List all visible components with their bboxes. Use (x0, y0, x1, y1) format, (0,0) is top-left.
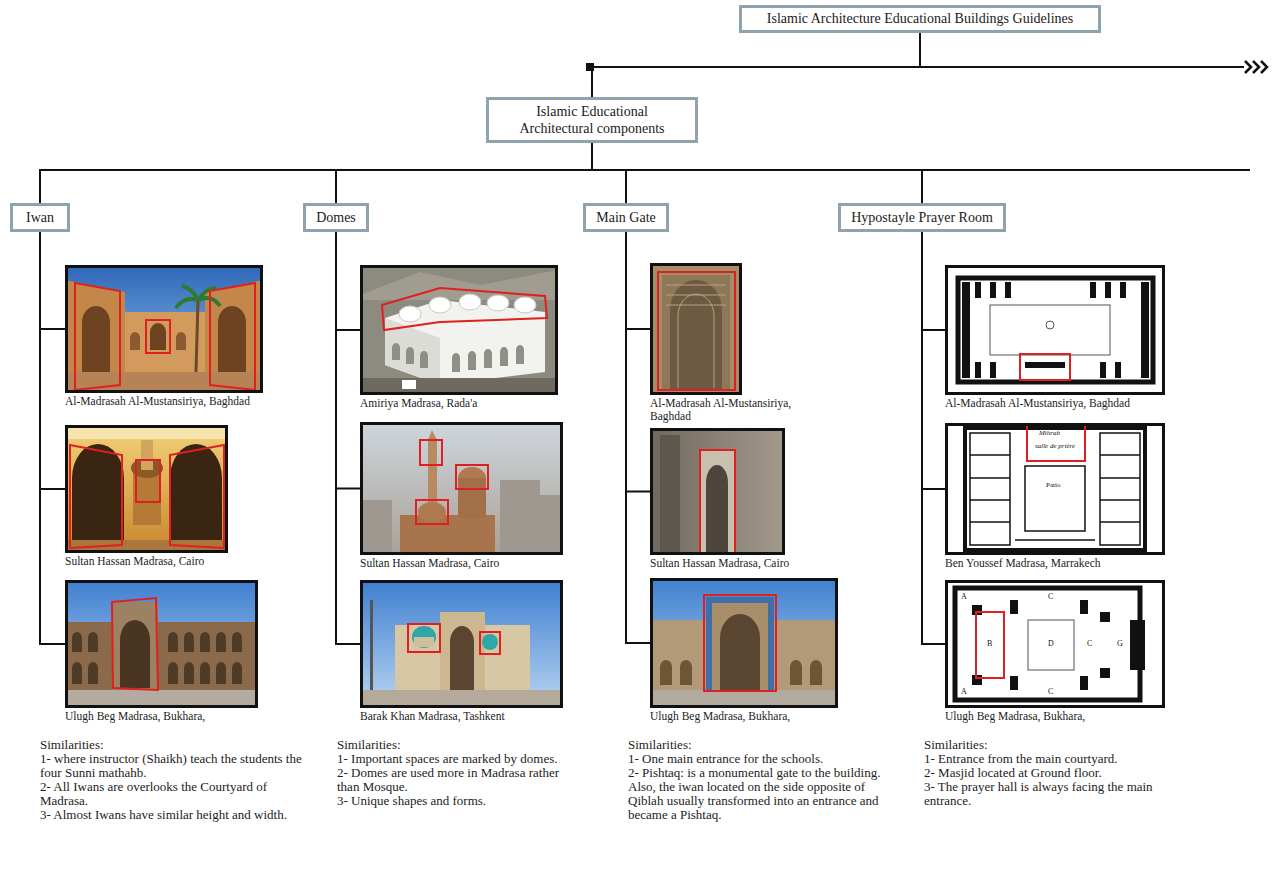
category-box: Domes (303, 203, 369, 232)
image-frame: Ulugh Beg Madrasa, Bukhara, (650, 578, 838, 708)
box-label: Iwan (26, 206, 54, 229)
similarities-text: 2- Masjid located at Ground floor. (924, 766, 1189, 780)
similarities-text: 1- where instructor (Shaikh) teach the s… (40, 752, 302, 780)
similarities-column: Similarities:1- One main entrance for th… (628, 738, 883, 822)
similarities-column: Similarities:1- where instructor (Shaikh… (40, 738, 302, 822)
image-caption: Ulugh Beg Madrasa, Bukhara, (65, 710, 205, 723)
similarities-text: Similarities: (924, 738, 1189, 752)
plan-label: C (1047, 593, 1054, 601)
image-caption: Al-Madrasah Al-Mustansiriya, Baghdad (650, 397, 810, 423)
image-frame: Ulugh Beg Madrasa, Bukhara, (65, 580, 258, 708)
plan-label: G (1116, 640, 1124, 648)
image-caption: Sultan Hassan Madrasa, Cairo (360, 557, 499, 570)
image-frame: Al-Madrasah Al-Mustansiriya, Baghdad (945, 265, 1165, 395)
connector (336, 232, 360, 644)
similarities-text: 2- All Iwans are overlooks the Courtyard… (40, 780, 302, 808)
connector (40, 232, 65, 489)
box-label: Hypostayle Prayer Room (851, 206, 993, 229)
plan-label: B (986, 640, 993, 648)
image-frame: Barak Khan Madrasa, Tashkent (360, 580, 563, 708)
connector (592, 143, 922, 203)
plan-marrakech (945, 423, 1165, 555)
connector (336, 232, 360, 330)
similarities-text: Similarities: (628, 738, 883, 752)
box-label: Islamic Architecture Educational Buildin… (767, 8, 1073, 30)
image-caption: Sultan Hassan Madrasa, Cairo (650, 557, 789, 570)
similarities-text: 1- One main entrance for the schools. (628, 752, 883, 766)
image-frame: Sultan Hassan Madrasa, Cairo (360, 422, 563, 555)
plan-label: Mihrab (1038, 430, 1061, 437)
similarities-text: 3- The prayer hall is always facing the … (924, 780, 1189, 808)
image-caption: Ulugh Beg Madrasa, Bukhara, (945, 710, 1085, 723)
similarities-text: 1- Entrance from the main courtyard. (924, 752, 1189, 766)
category-box: Iwan (10, 203, 70, 232)
similarities-text: Similarities: (337, 738, 577, 752)
connector (336, 143, 592, 203)
photo-domes-radaa (360, 265, 558, 395)
component-box: Islamic Educational Architectural compon… (486, 97, 698, 143)
image-caption: Ulugh Beg Madrasa, Bukhara, (650, 710, 790, 723)
connector (626, 232, 650, 492)
photo-iwan-cairo (65, 425, 228, 553)
connector (626, 232, 650, 329)
plan-label: C (1047, 688, 1054, 696)
similarities-text: 2- Pishtaq: is a monumental gate to the … (628, 766, 883, 822)
connector (40, 232, 65, 329)
image-frame: Amiriya Madrasa, Rada'a (360, 265, 558, 395)
connector (336, 232, 360, 489)
image-caption: Ben Youssef Madrasa, Marrakech (945, 557, 1101, 570)
photo-gate-baghdad (650, 263, 742, 395)
image-frame: Sultan Hassan Madrasa, Cairo (650, 428, 785, 555)
similarities-text: 1- Important spaces are marked by domes. (337, 752, 577, 766)
plan-label: A (960, 688, 968, 696)
connector (40, 232, 65, 644)
image-frame: Al-Madrasah Al-Mustansiriya, Baghdad (65, 265, 263, 393)
image-caption: Al-Madrasah Al-Mustansiriya, Baghdad (65, 395, 250, 408)
plan-bukhara (945, 580, 1165, 708)
image-frame: Ulugh Beg Madrasa, Bukhara, (945, 580, 1165, 708)
image-caption: Amiriya Madrasa, Rada'a (360, 397, 477, 410)
image-frame: Al-Madrasah Al-Mustansiriya, Baghdad (650, 263, 742, 395)
similarities-text: 2- Domes are used more in Madrasa rather… (337, 766, 577, 794)
photo-iwan-bukhara (65, 580, 258, 708)
photo-domes-tashkent (360, 580, 563, 708)
similarities-column: Similarities:1- Entrance from the main c… (924, 738, 1189, 808)
plan-baghdad (945, 265, 1165, 395)
connector (922, 232, 945, 489)
image-caption: Barak Khan Madrasa, Tashkent (360, 710, 505, 723)
connector (922, 232, 945, 330)
photo-gate-bukhara (650, 578, 838, 708)
image-caption: Sultan Hassan Madrasa, Cairo (65, 555, 204, 568)
similarities-text: 3- Almost Iwans have similar height and … (40, 808, 302, 822)
connector (592, 33, 920, 97)
plan-label: Patio (1045, 482, 1061, 489)
plan-label: salle de prière (1034, 443, 1076, 450)
photo-domes-cairo (360, 422, 563, 555)
box-label: Main Gate (596, 206, 655, 229)
box-label: Domes (316, 206, 356, 229)
similarities-text: 3- Unique shapes and forms. (337, 794, 577, 808)
box-label: Islamic Educational Architectural compon… (503, 103, 681, 137)
title-box: Islamic Architecture Educational Buildin… (739, 5, 1101, 33)
photo-gate-cairo (650, 428, 785, 555)
connector (626, 232, 650, 643)
connector (592, 143, 626, 203)
connector (922, 232, 945, 644)
image-frame: Sultan Hassan Madrasa, Cairo (65, 425, 228, 553)
photo-iwan-baghdad (65, 265, 263, 393)
plan-label: D (1047, 640, 1055, 648)
similarities-text: Similarities: (40, 738, 302, 752)
connector (40, 143, 592, 203)
category-box: Main Gate (583, 203, 669, 232)
plan-label: C (1086, 640, 1093, 648)
image-caption: Al-Madrasah Al-Mustansiriya, Baghdad (945, 397, 1130, 410)
plan-label: A (960, 593, 968, 601)
tree-lines (920, 61, 1267, 170)
category-box: Hypostayle Prayer Room (838, 203, 1006, 232)
similarities-column: Similarities:1- Important spaces are mar… (337, 738, 577, 808)
